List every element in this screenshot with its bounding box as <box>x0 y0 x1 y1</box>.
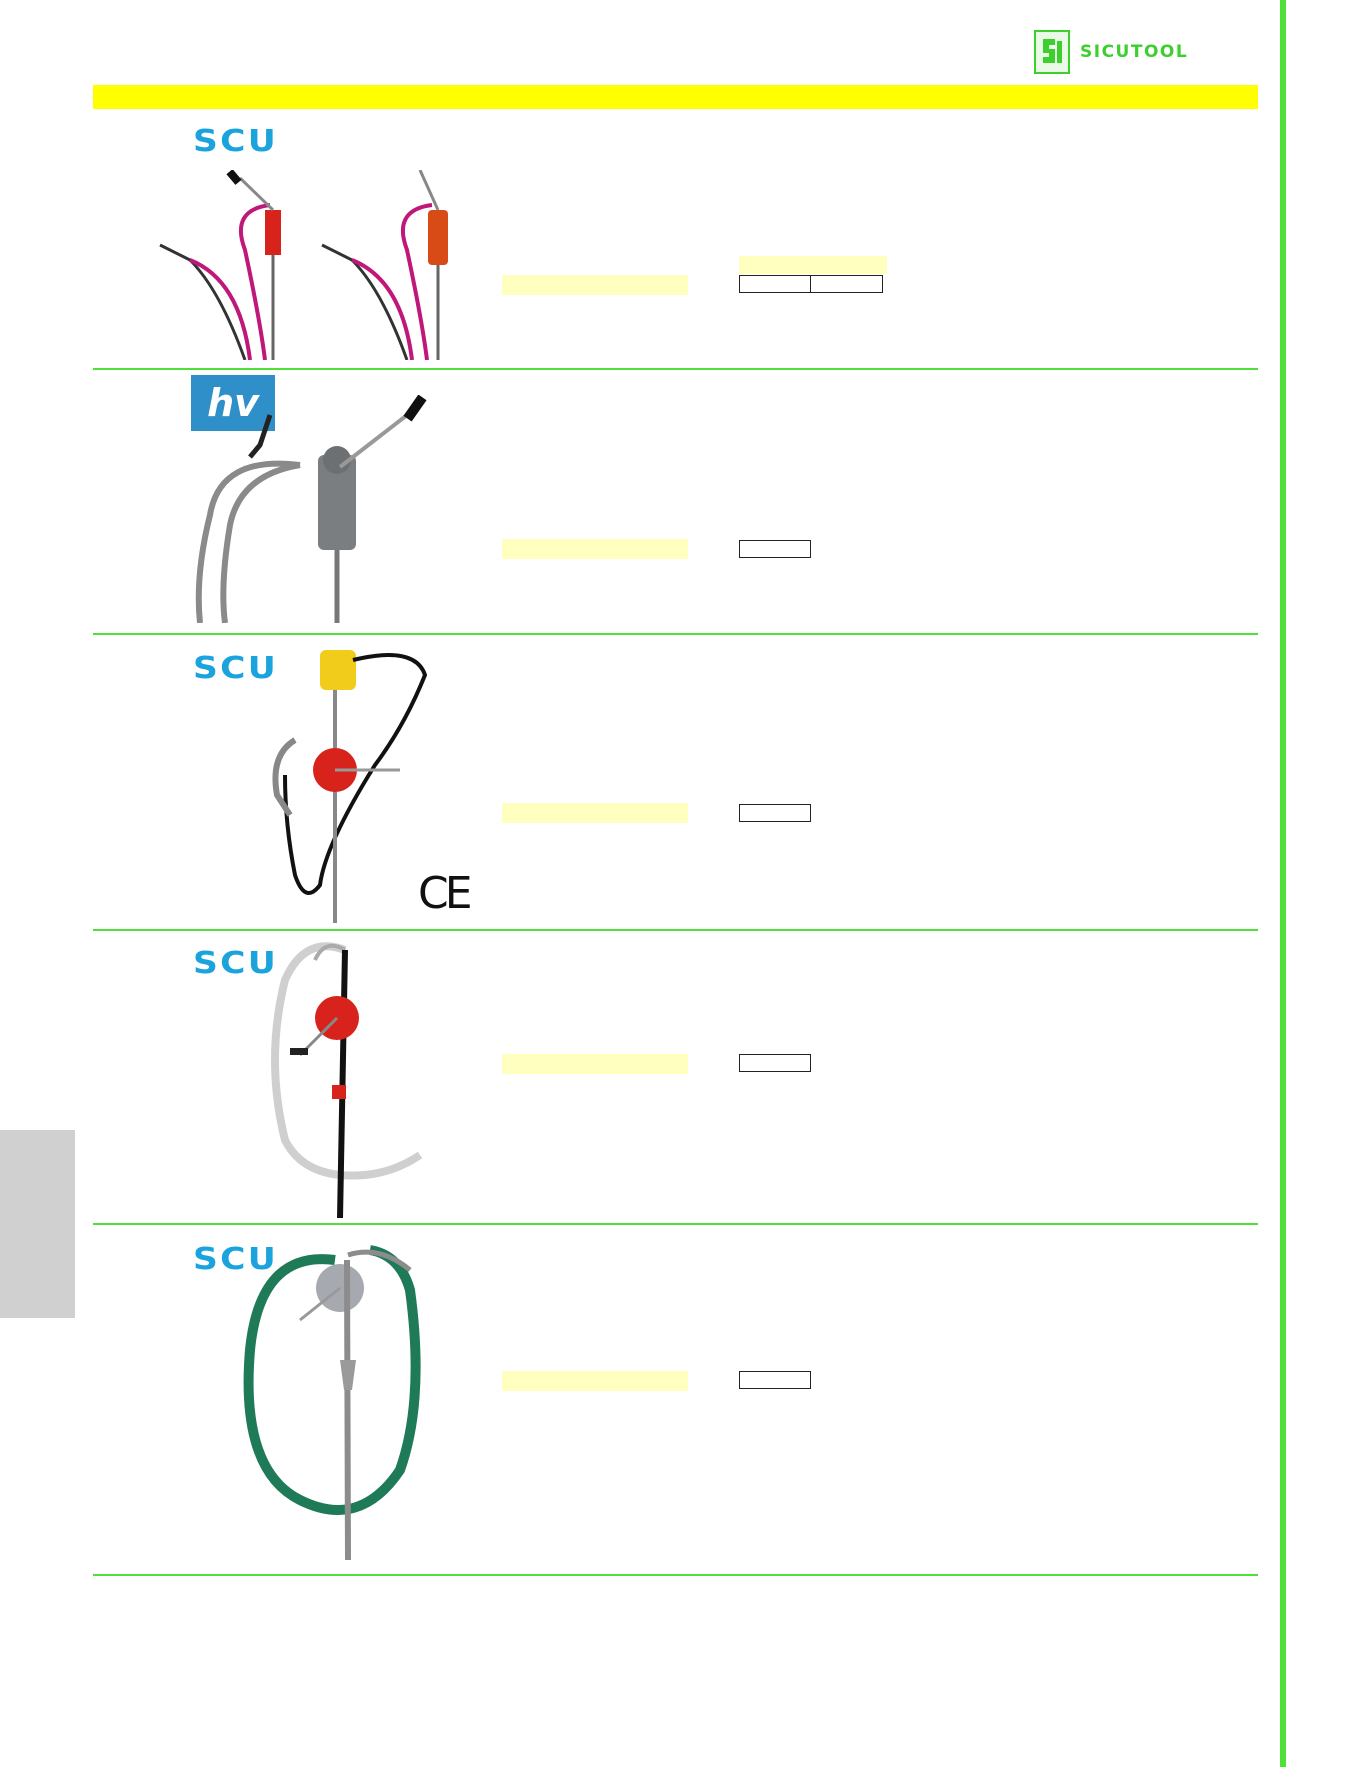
code-cell <box>739 540 811 558</box>
rotary-drum-pump-icon <box>243 1245 421 1561</box>
product-field <box>502 1371 688 1391</box>
section-divider <box>93 1574 1258 1576</box>
brand-logo-scu: SCU <box>193 1242 279 1277</box>
code-cell <box>739 1054 811 1072</box>
ce-mark: CE <box>418 868 472 919</box>
sicutool-logo: SICUTOOL <box>1034 30 1188 74</box>
code-cell <box>739 1371 811 1389</box>
section-divider <box>93 633 1258 635</box>
brand-logo-scu: SCU <box>193 946 279 981</box>
product-field <box>502 803 688 823</box>
code-table-header <box>739 256 887 274</box>
rotary-drum-pump-icon <box>271 942 423 1218</box>
brand-logo-scu: SCU <box>193 124 279 159</box>
sicutool-logo-icon <box>1034 30 1070 74</box>
section-divider <box>93 1223 1258 1225</box>
lever-barrel-pump-icon <box>159 170 448 360</box>
product-field <box>502 275 688 295</box>
brand-logo-hv: hv <box>191 375 275 431</box>
rotary-pump-with-meter-icon <box>272 650 428 923</box>
code-cell <box>811 275 883 293</box>
header-bar <box>93 85 1258 109</box>
section-divider <box>93 368 1258 370</box>
lever-barrel-pump-icon <box>195 395 427 623</box>
brand-logo-scu: SCU <box>193 651 279 686</box>
code-cell <box>739 275 811 293</box>
code-table <box>739 1054 811 1072</box>
chapter-side-tab <box>0 1130 75 1318</box>
logo-text: SICUTOOL <box>1080 42 1189 62</box>
code-table <box>739 1371 811 1389</box>
code-table <box>739 804 811 822</box>
code-cell <box>739 804 811 822</box>
right-border-rule <box>1280 0 1286 1767</box>
section-divider <box>93 929 1258 931</box>
code-table <box>739 275 883 293</box>
product-field <box>502 539 688 559</box>
product-field <box>502 1054 688 1074</box>
code-table <box>739 540 811 558</box>
